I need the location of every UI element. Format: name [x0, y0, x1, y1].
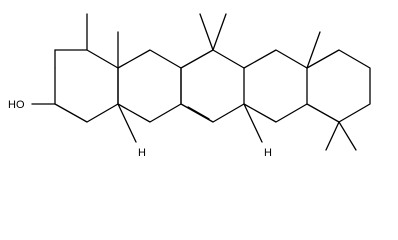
hydrogen-label-left: H — [138, 147, 146, 159]
double-bond-line — [187, 106, 210, 120]
hydroxyl-label: HO — [8, 99, 25, 111]
ring-e — [306, 49, 371, 123]
hydrogen-label-right: H — [264, 147, 272, 159]
stereo-bonds — [31, 103, 263, 143]
ring-b — [117, 49, 182, 123]
methyl-groups — [86, 13, 357, 151]
molecular-structure: HO H H — [8, 13, 371, 159]
ring-a — [54, 49, 119, 123]
ring-d — [243, 49, 308, 123]
ring-c — [180, 49, 245, 123]
